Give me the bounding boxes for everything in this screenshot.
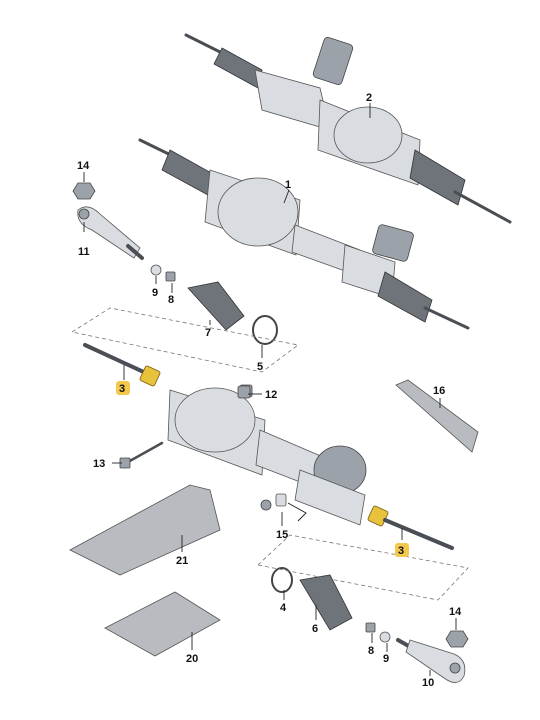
callout-16: 16 bbox=[433, 385, 445, 397]
callout-9-left: 9 bbox=[152, 287, 158, 299]
boot-6 bbox=[299, 574, 353, 631]
steering-rack-assembly-2 bbox=[184, 33, 512, 224]
nut-14-left bbox=[72, 182, 96, 200]
callout-1: 1 bbox=[285, 179, 291, 191]
callout-21: 21 bbox=[176, 555, 188, 567]
washer-9-left bbox=[150, 264, 162, 276]
bolt-13 bbox=[119, 441, 164, 469]
callout-8-right: 8 bbox=[368, 645, 374, 657]
part-15 bbox=[260, 493, 307, 522]
leader-lines bbox=[83, 103, 457, 676]
callout-5: 5 bbox=[257, 361, 263, 373]
tie-rod-end-right bbox=[396, 638, 466, 683]
steering-rack-assembly-1 bbox=[138, 138, 470, 330]
callout-2: 2 bbox=[366, 92, 372, 104]
clamp-4 bbox=[271, 567, 293, 593]
tie-rod-end-left bbox=[77, 206, 144, 260]
callout-6: 6 bbox=[312, 623, 318, 635]
clamp-5 bbox=[252, 315, 278, 345]
callout-4: 4 bbox=[280, 602, 287, 614]
highlight-marker-3-right bbox=[395, 543, 409, 557]
cover-16 bbox=[395, 379, 479, 453]
group-outline-lower bbox=[257, 534, 469, 601]
insulation-pad-20 bbox=[104, 591, 221, 657]
nut-14-right bbox=[445, 630, 469, 648]
callout-11: 11 bbox=[78, 246, 90, 258]
boot-7 bbox=[187, 281, 245, 331]
callout-14-left: 14 bbox=[77, 160, 90, 172]
heat-shield-21 bbox=[69, 484, 221, 576]
callout-9-right: 9 bbox=[383, 653, 389, 665]
group-outline-upper bbox=[70, 307, 299, 373]
callout-13: 13 bbox=[93, 458, 105, 470]
inner-tie-rod-right bbox=[367, 505, 454, 550]
callout-7: 7 bbox=[205, 327, 211, 339]
callout-20: 20 bbox=[186, 653, 198, 665]
callout-10: 10 bbox=[422, 677, 434, 689]
clip-8-left bbox=[165, 271, 176, 282]
callout-15: 15 bbox=[276, 529, 288, 541]
clip-8-right bbox=[365, 622, 376, 633]
highlight-marker-3-left bbox=[116, 381, 130, 395]
callout-8-left: 8 bbox=[168, 294, 174, 306]
inner-tie-rod-left bbox=[83, 343, 161, 387]
washer-9-right bbox=[379, 631, 391, 643]
callout-12: 12 bbox=[265, 389, 277, 401]
callout-3-left: 3 bbox=[119, 383, 125, 395]
steering-rack-housing bbox=[167, 384, 367, 526]
part-12 bbox=[237, 385, 251, 399]
callout-14-right: 14 bbox=[449, 606, 462, 618]
callout-3-right: 3 bbox=[398, 545, 404, 557]
